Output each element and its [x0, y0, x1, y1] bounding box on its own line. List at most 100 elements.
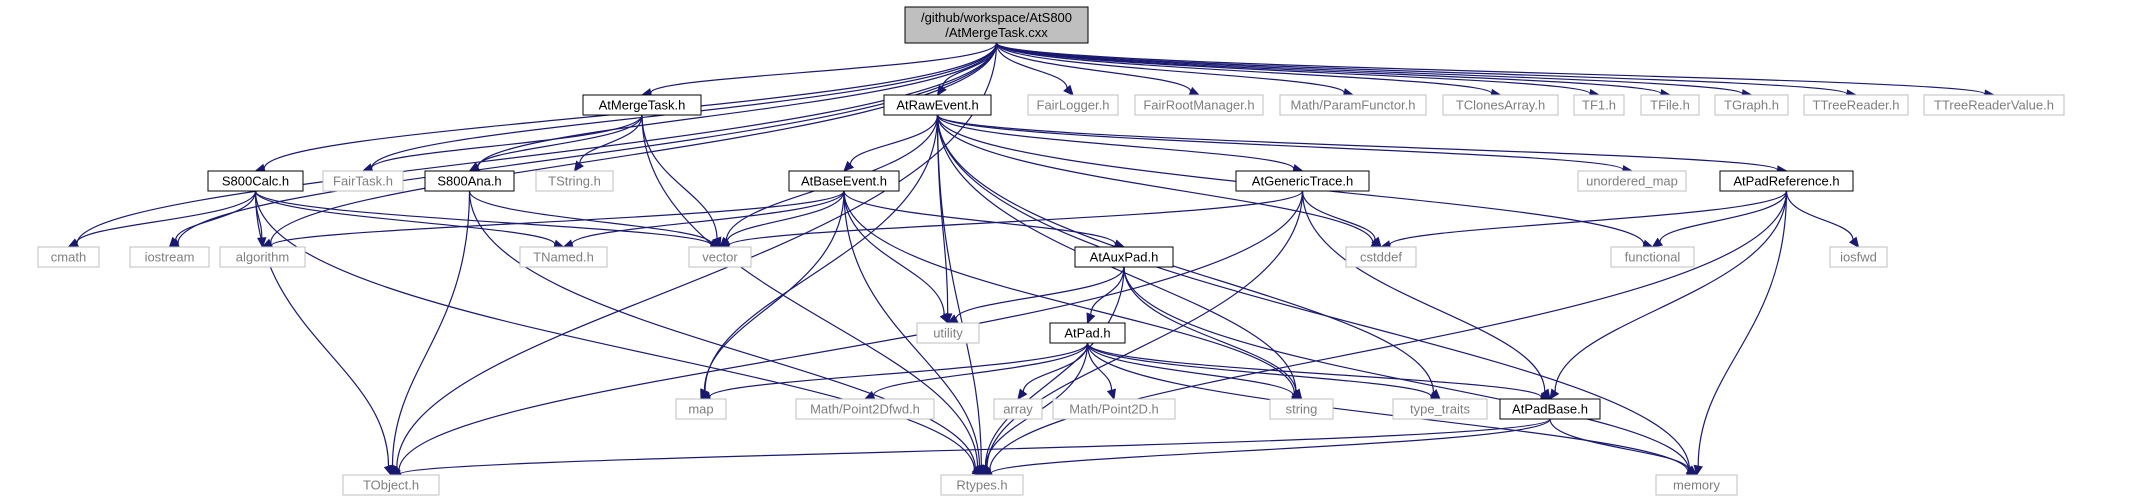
node-ataux-pad-h[interactable]: AtAuxPad.h [1074, 246, 1174, 268]
node-tgraph-h: TGraph.h [1714, 94, 1789, 116]
edge-line [1389, 190, 1788, 246]
node-box [1573, 94, 1625, 116]
node-tstring-h: TString.h [535, 170, 614, 192]
edge-line [1090, 266, 1125, 315]
edge-root-to-tgraph_h [995, 42, 1753, 99]
node-array: array [993, 398, 1043, 420]
edge-line [174, 190, 257, 241]
node-algorithm: algorithm [219, 246, 306, 268]
node-box [1923, 94, 2065, 116]
node-atrawevent-h[interactable]: AtRawEvent.h [883, 94, 992, 116]
edge-line [872, 342, 1089, 396]
edge-line [849, 114, 939, 165]
edge-atpad_h-to-map [699, 342, 1089, 402]
node-box [1074, 246, 1174, 268]
edge-atpad_h-to-atpadbase_h [1086, 342, 1552, 402]
edge-arrowhead [1685, 465, 1698, 476]
edge-atpadreference_h-to-cstddef [1379, 190, 1788, 250]
edge-atmergetask_h-to-tstring_h [573, 114, 643, 172]
node-memory: memory [1655, 474, 1738, 496]
node-unordered-map: unordered_map [1577, 170, 1687, 192]
edge-arrowhead [168, 236, 180, 248]
node-label: iosfwd [1840, 250, 1877, 265]
edge-line [843, 190, 1117, 245]
node-label: AtBaseEvent.h [801, 174, 887, 189]
edge-line [468, 190, 713, 245]
node-atmergetask-h[interactable]: AtMergeTask.h [582, 94, 702, 116]
node-atgenerictrace-h[interactable]: AtGenericTrace.h [1235, 170, 1370, 192]
node-box [519, 246, 608, 268]
edge-arrowhead [1106, 388, 1116, 401]
node-point2d-h: Math/Point2D.h [1052, 398, 1176, 420]
node-box [795, 398, 935, 420]
edge-atmergetask_h-to-s800ana_h [468, 114, 643, 172]
edge-line [396, 42, 998, 469]
edge-line [936, 114, 1435, 393]
node-label: TTreeReader.h [1813, 98, 1900, 113]
node-root[interactable]: /github/workspace/AtS800/AtMergeTask.cxx [904, 6, 1089, 44]
node-box [535, 170, 614, 192]
node-box [1235, 170, 1370, 192]
node-label: S800Calc.h [222, 174, 289, 189]
node-cmath: cmath [37, 246, 100, 268]
node-box [1499, 398, 1601, 420]
node-label: TClonesArray.h [1456, 98, 1545, 113]
node-box [1829, 246, 1888, 268]
edge-line [254, 190, 712, 246]
edge-line [703, 190, 845, 391]
edge-line [704, 114, 939, 391]
edge-atrawevent_h-to-atpadreference_h [936, 114, 1788, 175]
edge-root-to-cmath [67, 42, 998, 249]
edge-s800ana_h-to-rtypes_h [468, 190, 983, 476]
node-atpadreference-h[interactable]: AtPadReference.h [1719, 170, 1854, 192]
node-label: cmath [51, 250, 86, 265]
edge-atpadreference_h-to-functional [1651, 190, 1788, 248]
edge-line [477, 42, 998, 168]
edge-s800ana_h-to-tobject_h [387, 190, 471, 477]
node-fairtask-h: FairTask.h [322, 170, 404, 192]
node-label: FairRootManager.h [1143, 98, 1254, 113]
nodes-layer: /github/workspace/AtS800/AtMergeTask.cxx… [37, 6, 2065, 496]
edge-atrawevent_h-to-atbaseevent_h [843, 114, 939, 172]
edge-atrawevent_h-to-memory [936, 114, 1698, 476]
edge-line [936, 114, 1779, 171]
edge-root-to-iostream [168, 42, 998, 248]
node-tf1-h: TF1.h [1573, 94, 1625, 116]
node-box [1577, 170, 1687, 192]
edge-line [75, 190, 257, 244]
node-label: TTreeReaderValue.h [1934, 98, 2054, 113]
edge-line [399, 418, 1551, 475]
edge-line [641, 114, 979, 468]
node-label: string [1286, 402, 1318, 417]
node-rtypes-h: Rtypes.h [940, 474, 1024, 496]
node-s800ana-h[interactable]: S800Ana.h [424, 170, 515, 192]
node-atpad-h[interactable]: AtPad.h [1049, 322, 1126, 344]
node-tobject-h: TObject.h [342, 474, 440, 496]
edge-arrowhead [1693, 464, 1703, 477]
node-tclonesarray-h: TClonesArray.h [1442, 94, 1559, 116]
node-atbaseevent-h[interactable]: AtBaseEvent.h [788, 170, 900, 192]
edge-line [995, 42, 1662, 95]
edge-line [995, 42, 1848, 95]
node-label: FairTask.h [333, 174, 393, 189]
node-tnamed-h: TNamed.h [519, 246, 608, 268]
node-iosfwd: iosfwd [1829, 246, 1888, 268]
edge-atpadbase_h-to-memory [1549, 418, 1698, 476]
node-atpadbase-h[interactable]: AtPadBase.h [1499, 398, 1601, 420]
edge-line [1785, 190, 1854, 240]
edge-line [936, 114, 1624, 171]
edge-line [709, 342, 1089, 398]
node-s800calc-h[interactable]: S800Calc.h [207, 170, 304, 192]
edge-atmergetask_h-to-rtypes_h [641, 114, 983, 477]
edge-line [955, 266, 1125, 320]
node-ttreereader-h: TTreeReader.h [1803, 94, 1909, 116]
node-box [993, 398, 1043, 420]
edge-atmergetask_h-to-fairtask_h [361, 114, 643, 173]
edge-arrowhead [1371, 236, 1382, 248]
node-label: TString.h [548, 174, 601, 189]
node-label: unordered_map [1586, 174, 1678, 189]
node-label: AtPadReference.h [1733, 174, 1839, 189]
edge-atpad_h-to-point2d_h [1086, 342, 1116, 401]
edge-arrowhead [1651, 237, 1664, 248]
